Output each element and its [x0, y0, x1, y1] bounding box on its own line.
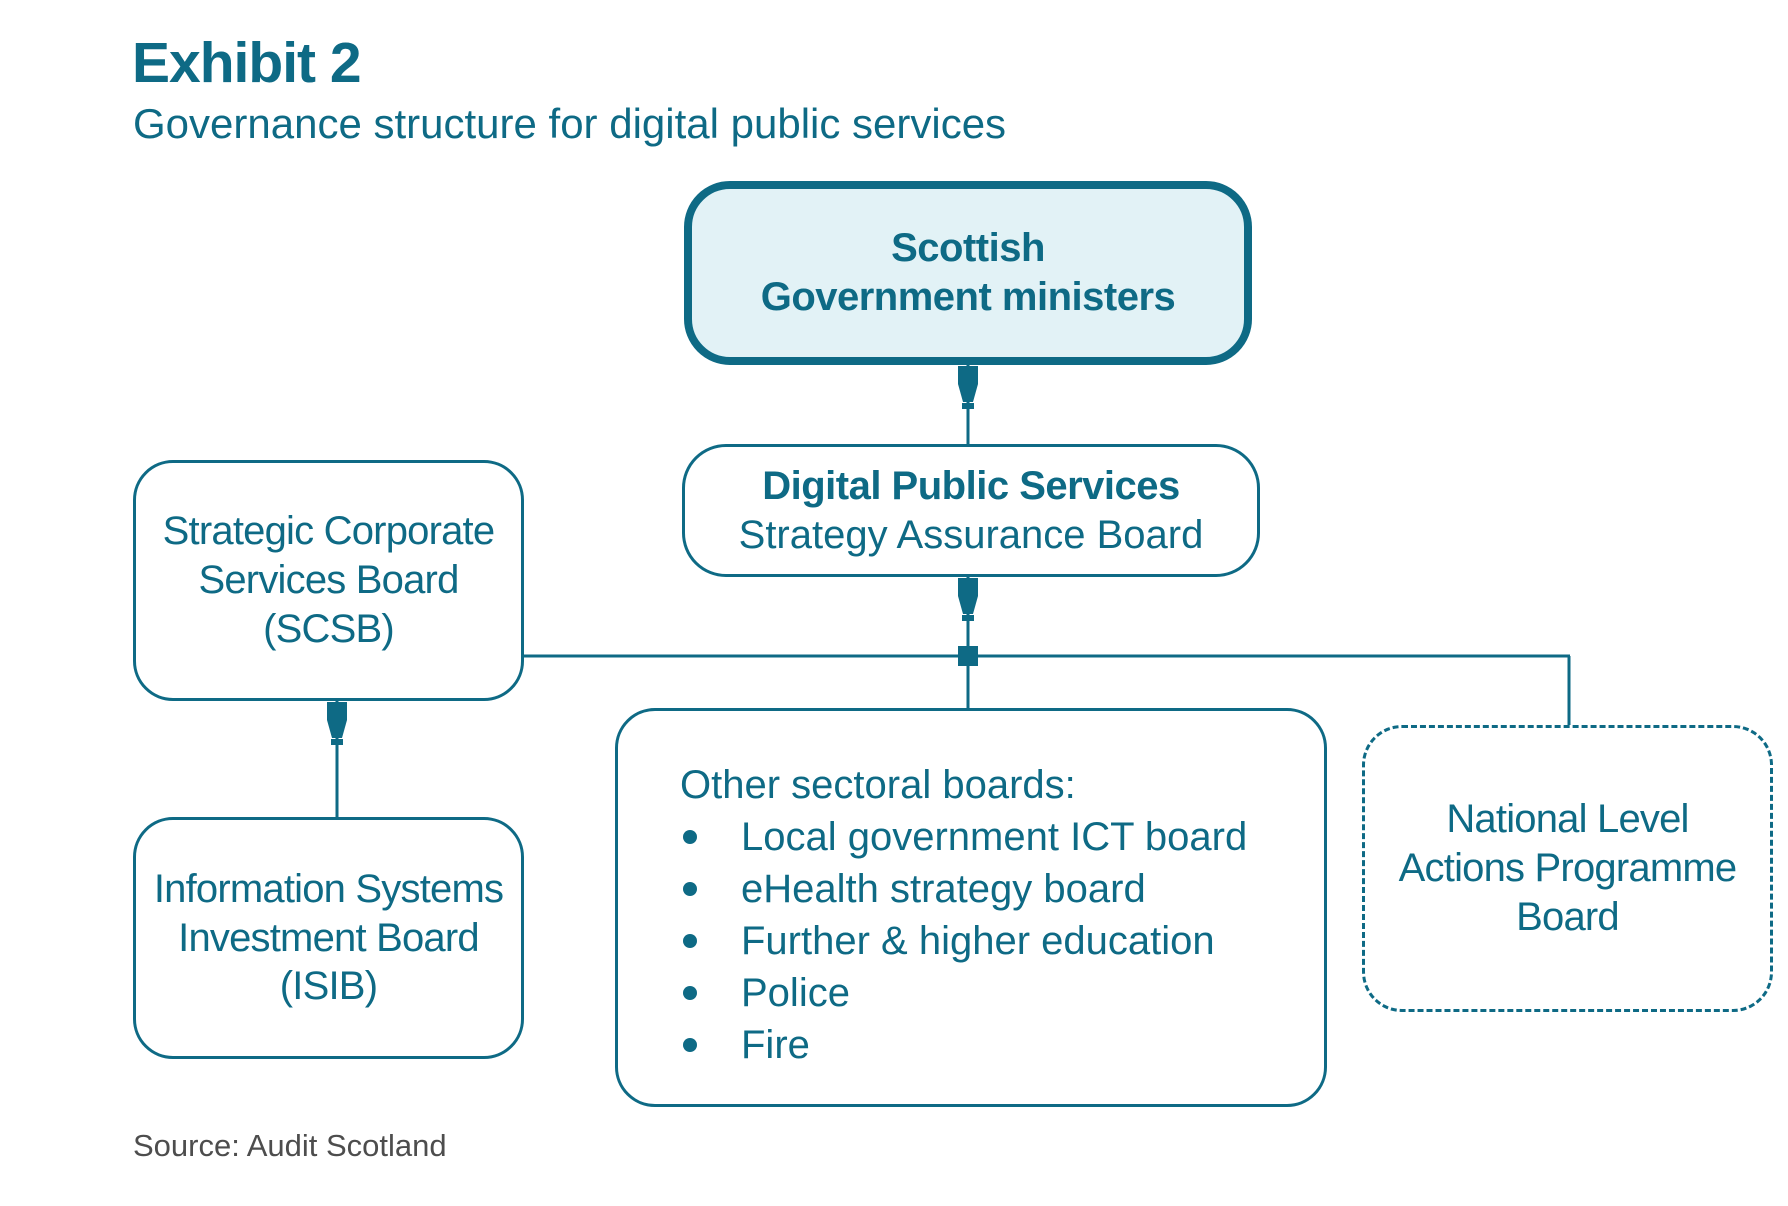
ministers-line-2: Government ministers [760, 275, 1176, 319]
scsb-line-1: Strategic Corporate [162, 509, 495, 554]
bullet-icon [683, 1038, 697, 1052]
dps-board-box: Digital Public Services Strategy Assuran… [682, 444, 1260, 577]
dps-board-subtitle: Strategy Assurance Board [738, 512, 1204, 557]
other-boards-list: Local government ICT board eHealth strat… [680, 811, 1247, 1071]
isib-line-2: Investment Board [178, 915, 480, 960]
bullet-icon [683, 882, 697, 896]
bullet-icon [683, 934, 697, 948]
nlap-board-box: National Level Actions Programme Board [1362, 725, 1773, 1012]
nlap-line-2: Actions Programme [1398, 846, 1737, 891]
link-marker-ministers-dps [958, 366, 978, 409]
link-marker-dps-junction [958, 578, 978, 621]
nlap-line-1: National Level [1446, 797, 1689, 842]
list-item-label: Police [741, 971, 850, 1015]
list-item-label: Fire [741, 1023, 810, 1067]
bullet-icon [683, 830, 697, 844]
junction-node [958, 646, 978, 666]
exhibit-title: Exhibit 2 [132, 31, 362, 95]
ministers-line-1: Scottish [891, 226, 1045, 271]
scsb-line-2: Services Board [198, 558, 459, 603]
exhibit-subtitle: Governance structure for digital public … [133, 100, 1007, 147]
other-sectoral-boards-box: Other sectoral boards: Local government … [615, 708, 1327, 1107]
isib-box: Information Systems Investment Board (IS… [133, 817, 524, 1059]
scsb-box: Strategic Corporate Services Board (SCSB… [133, 460, 524, 701]
list-item: Fire [680, 1019, 1247, 1071]
ministers-box: Scottish Government ministers [684, 181, 1252, 365]
dps-board-title: Digital Public Services [762, 463, 1180, 508]
nlap-line-3: Board [1516, 894, 1620, 939]
list-item: Police [680, 967, 1247, 1019]
isib-line-3: (ISIB) [279, 964, 378, 1009]
link-marker-scsb-isib [327, 702, 347, 745]
list-item: Further & higher education [680, 915, 1247, 967]
list-item-label: Further & higher education [741, 919, 1215, 963]
scsb-line-3: (SCSB) [263, 606, 395, 651]
list-item-label: Local government ICT board [741, 815, 1248, 859]
list-item-label: eHealth strategy board [741, 867, 1146, 911]
isib-line-1: Information Systems [153, 866, 504, 911]
source-note: Source: Audit Scotland [133, 1128, 447, 1163]
bullet-icon [683, 986, 697, 1000]
list-item: eHealth strategy board [680, 863, 1247, 915]
other-boards-heading: Other sectoral boards: [680, 763, 1076, 807]
list-item: Local government ICT board [680, 811, 1247, 863]
